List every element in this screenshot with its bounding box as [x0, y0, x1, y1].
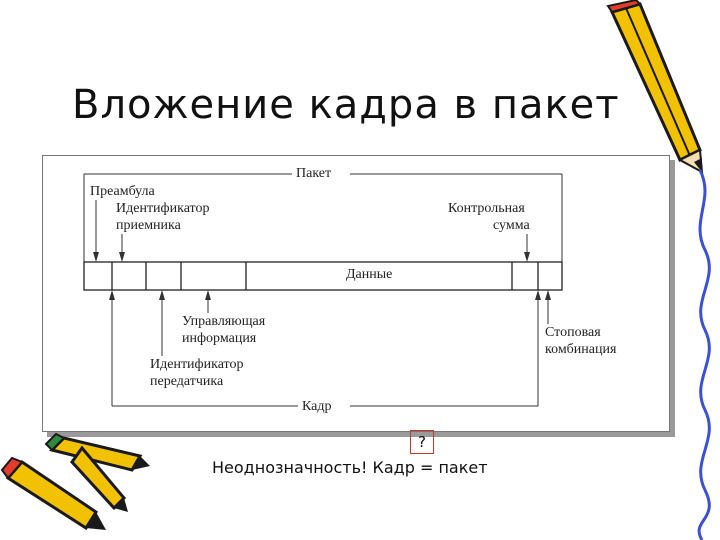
frame-bar — [83, 261, 563, 291]
sender-id-label-line2: передатчика — [150, 373, 224, 390]
checksum-label-line1: Контрольная — [448, 200, 525, 217]
receiver-id-label-line1: Идентификатор — [116, 200, 210, 217]
frame-label: Кадр — [302, 398, 332, 415]
packet-label: Пакет — [296, 165, 332, 182]
wavy-border-icon — [697, 169, 711, 540]
stop-combo-label-line1: Стоповая — [545, 324, 601, 341]
pencil-top-right-icon — [606, 0, 704, 174]
sender-id-label-line1: Идентификатор — [150, 356, 244, 373]
stop-combo-label-line2: комбинация — [545, 341, 617, 358]
slide-title: Вложение кадра в пакет — [72, 82, 620, 128]
control-info-label-line1: Управляющая — [182, 313, 266, 330]
ambiguity-note: Неоднозначность! Кадр = пакет — [212, 458, 488, 477]
data-field-label: Данные — [346, 267, 393, 282]
preamble-label: Преамбула — [90, 183, 155, 200]
pencils-bottom-left-icon — [0, 432, 150, 531]
receiver-id-label-line2: приемника — [116, 217, 181, 234]
checksum-label-line2: сумма — [493, 217, 530, 234]
control-info-label-line2: информация — [182, 330, 257, 347]
question-mark-box: ? — [410, 430, 434, 454]
